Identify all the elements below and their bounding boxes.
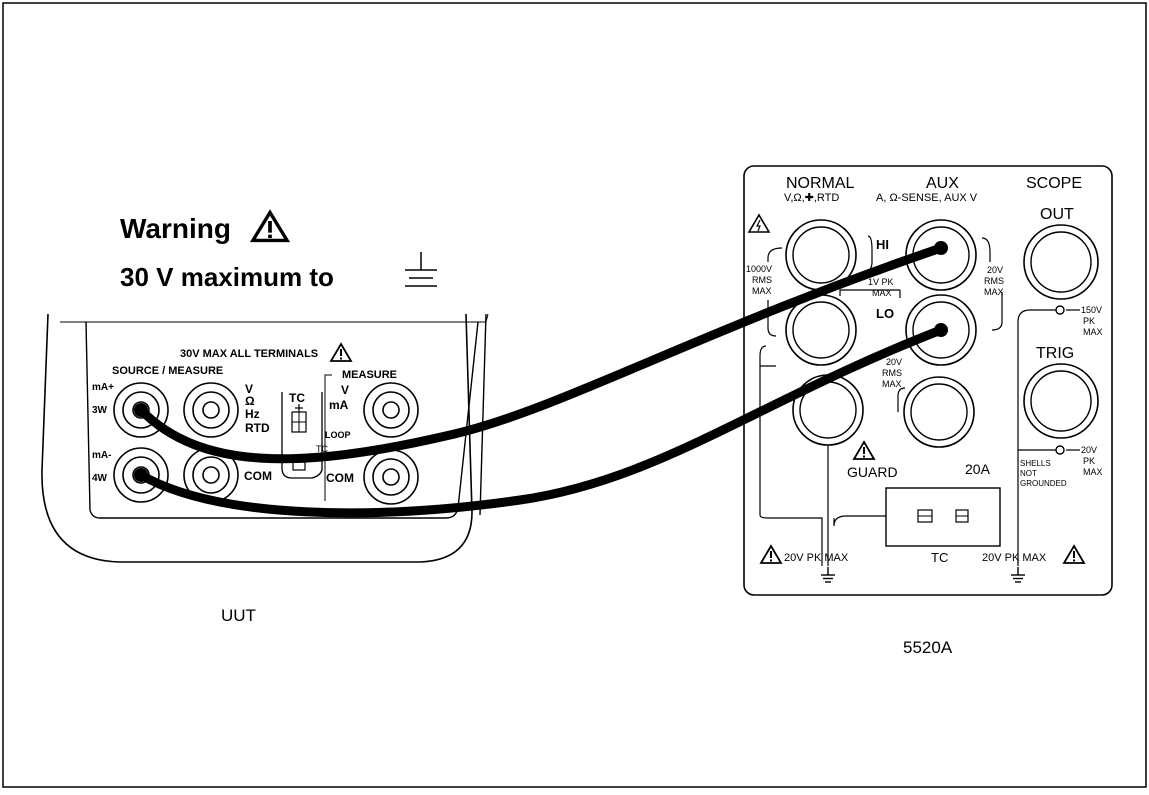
guard-warning-icon: [853, 441, 875, 460]
svg-text:20V: 20V: [886, 357, 902, 367]
uut-source-measure-label: SOURCE / MEASURE: [112, 365, 223, 377]
test-lead-lo: [134, 323, 948, 518]
calibrator-tc-socket[interactable]: [885, 487, 1001, 547]
out-rating: 150V PK MAX: [1055, 305, 1103, 337]
uut-hz-label: Hz: [245, 407, 260, 421]
20a-label: 20A: [965, 461, 991, 477]
uut-rtd-label: RTD: [245, 421, 270, 435]
lo-bracket: [759, 289, 1003, 367]
twenty-a-bracket: [897, 387, 906, 412]
svg-text:SHELLS: SHELLS: [1020, 459, 1051, 468]
scope-ground-wire: [1017, 309, 1056, 566]
trig-label: TRIG: [1036, 345, 1074, 362]
svg-text:MAX: MAX: [1083, 467, 1103, 477]
warning-voltage-text: 30 V maximum to: [120, 262, 334, 292]
guard-ground-wire: [759, 366, 886, 566]
hi-label: HI: [876, 237, 889, 252]
warning-label: Warning: [120, 213, 231, 244]
uut-measure-ma-label: mA: [329, 398, 349, 412]
guard-label: GUARD: [847, 464, 898, 480]
high-voltage-warning-icon: [747, 213, 771, 233]
out-label: OUT: [1040, 206, 1074, 223]
svg-text:PK: PK: [1083, 456, 1095, 466]
calibrator-ground-right-icon: [1010, 566, 1026, 583]
shells-not-grounded-label: SHELLS NOT GROUNDED: [1020, 459, 1067, 488]
ground-icon: [405, 252, 437, 287]
uut-tc-label: TC: [289, 391, 305, 405]
uut-3w-label: 3W: [92, 405, 108, 416]
svg-text:MAX: MAX: [882, 379, 902, 389]
uut-4w-label: 4W: [92, 473, 108, 484]
uut-jack-ma-plus[interactable]: [113, 382, 169, 438]
svg-text:GROUNDED: GROUNDED: [1020, 479, 1067, 488]
scope-label: SCOPE: [1026, 175, 1082, 192]
svg-text:1000V: 1000V: [746, 264, 772, 274]
right-pk-rating: 20V PK MAX: [982, 552, 1047, 564]
rating-1000v: 1000V RMS MAX: [746, 264, 772, 296]
svg-text:1V PK: 1V PK: [868, 277, 894, 287]
calibrator-tc-label: TC: [931, 550, 948, 565]
trig-jack[interactable]: [1023, 363, 1099, 439]
svg-text:RMS: RMS: [984, 276, 1004, 286]
warning-triangle-icon: [249, 209, 291, 243]
calibrator-caption: 5520A: [903, 638, 953, 657]
svg-text:RMS: RMS: [752, 275, 772, 285]
uut-measure-label: MEASURE: [342, 369, 397, 381]
svg-text:MAX: MAX: [984, 287, 1004, 297]
uut-warning-icon: [330, 343, 352, 362]
aux-sublabel: A, Ω-SENSE, AUX V: [876, 192, 978, 204]
svg-text:MAX: MAX: [872, 288, 892, 298]
svg-text:20V: 20V: [1081, 445, 1097, 455]
uut-tc-socket[interactable]: [281, 392, 323, 479]
svg-text:MAX: MAX: [752, 286, 772, 296]
rating-20v-aux: 20V RMS MAX: [984, 265, 1004, 297]
uut-tc-small-label: TC: [316, 444, 328, 454]
aux-hi-bracket: [981, 237, 991, 262]
uut-jack-measure-v[interactable]: [363, 382, 419, 438]
svg-text:MAX: MAX: [1083, 327, 1103, 337]
left-pk-warning-icon: [760, 545, 782, 564]
svg-text:RMS: RMS: [882, 368, 902, 378]
svg-text:150V: 150V: [1081, 305, 1102, 315]
uut-com-left-label: COM: [244, 469, 272, 483]
svg-text:20V: 20V: [987, 265, 1003, 275]
normal-sublabel: V,Ω,✚,RTD: [784, 192, 839, 204]
svg-text:PK: PK: [1083, 316, 1095, 326]
rating-20v-lo: 20V RMS MAX: [882, 357, 902, 389]
uut-caption: UUT: [221, 606, 256, 625]
normal-label: NORMAL: [786, 175, 855, 192]
uut-com-right-label: COM: [326, 471, 354, 485]
svg-text:NOT: NOT: [1020, 469, 1037, 478]
uut-jack-com-right[interactable]: [363, 449, 419, 505]
trig-rating: 20V PK MAX: [1055, 445, 1103, 477]
uut-loop-label: LOOP: [325, 430, 351, 440]
rating-1v-pk: 1V PK MAX: [868, 277, 894, 298]
uut-measure-v-label: V: [341, 383, 349, 397]
lo-label: LO: [876, 306, 894, 321]
left-pk-rating: 20V PK MAX: [784, 552, 849, 564]
calibrator-ground-left-icon: [820, 566, 836, 583]
uut-v-label: V: [245, 382, 253, 396]
uut-jack-v-ohm[interactable]: [183, 382, 239, 438]
uut-header: 30V MAX ALL TERMINALS: [180, 348, 318, 360]
right-pk-warning-icon: [1063, 545, 1085, 564]
uut-ohm-label: Ω: [245, 394, 255, 408]
20a-jack[interactable]: [903, 376, 975, 448]
aux-lo-jack[interactable]: [905, 294, 977, 366]
calibrator-panel: [743, 165, 1113, 596]
uut-ma-plus-label: mA+: [92, 382, 114, 393]
aux-label: AUX: [926, 175, 959, 192]
guard-jack[interactable]: [792, 374, 864, 446]
uut-ma-minus-label: mA-: [92, 450, 111, 461]
test-lead-hi: [134, 241, 948, 464]
scope-out-jack[interactable]: [1023, 224, 1099, 300]
